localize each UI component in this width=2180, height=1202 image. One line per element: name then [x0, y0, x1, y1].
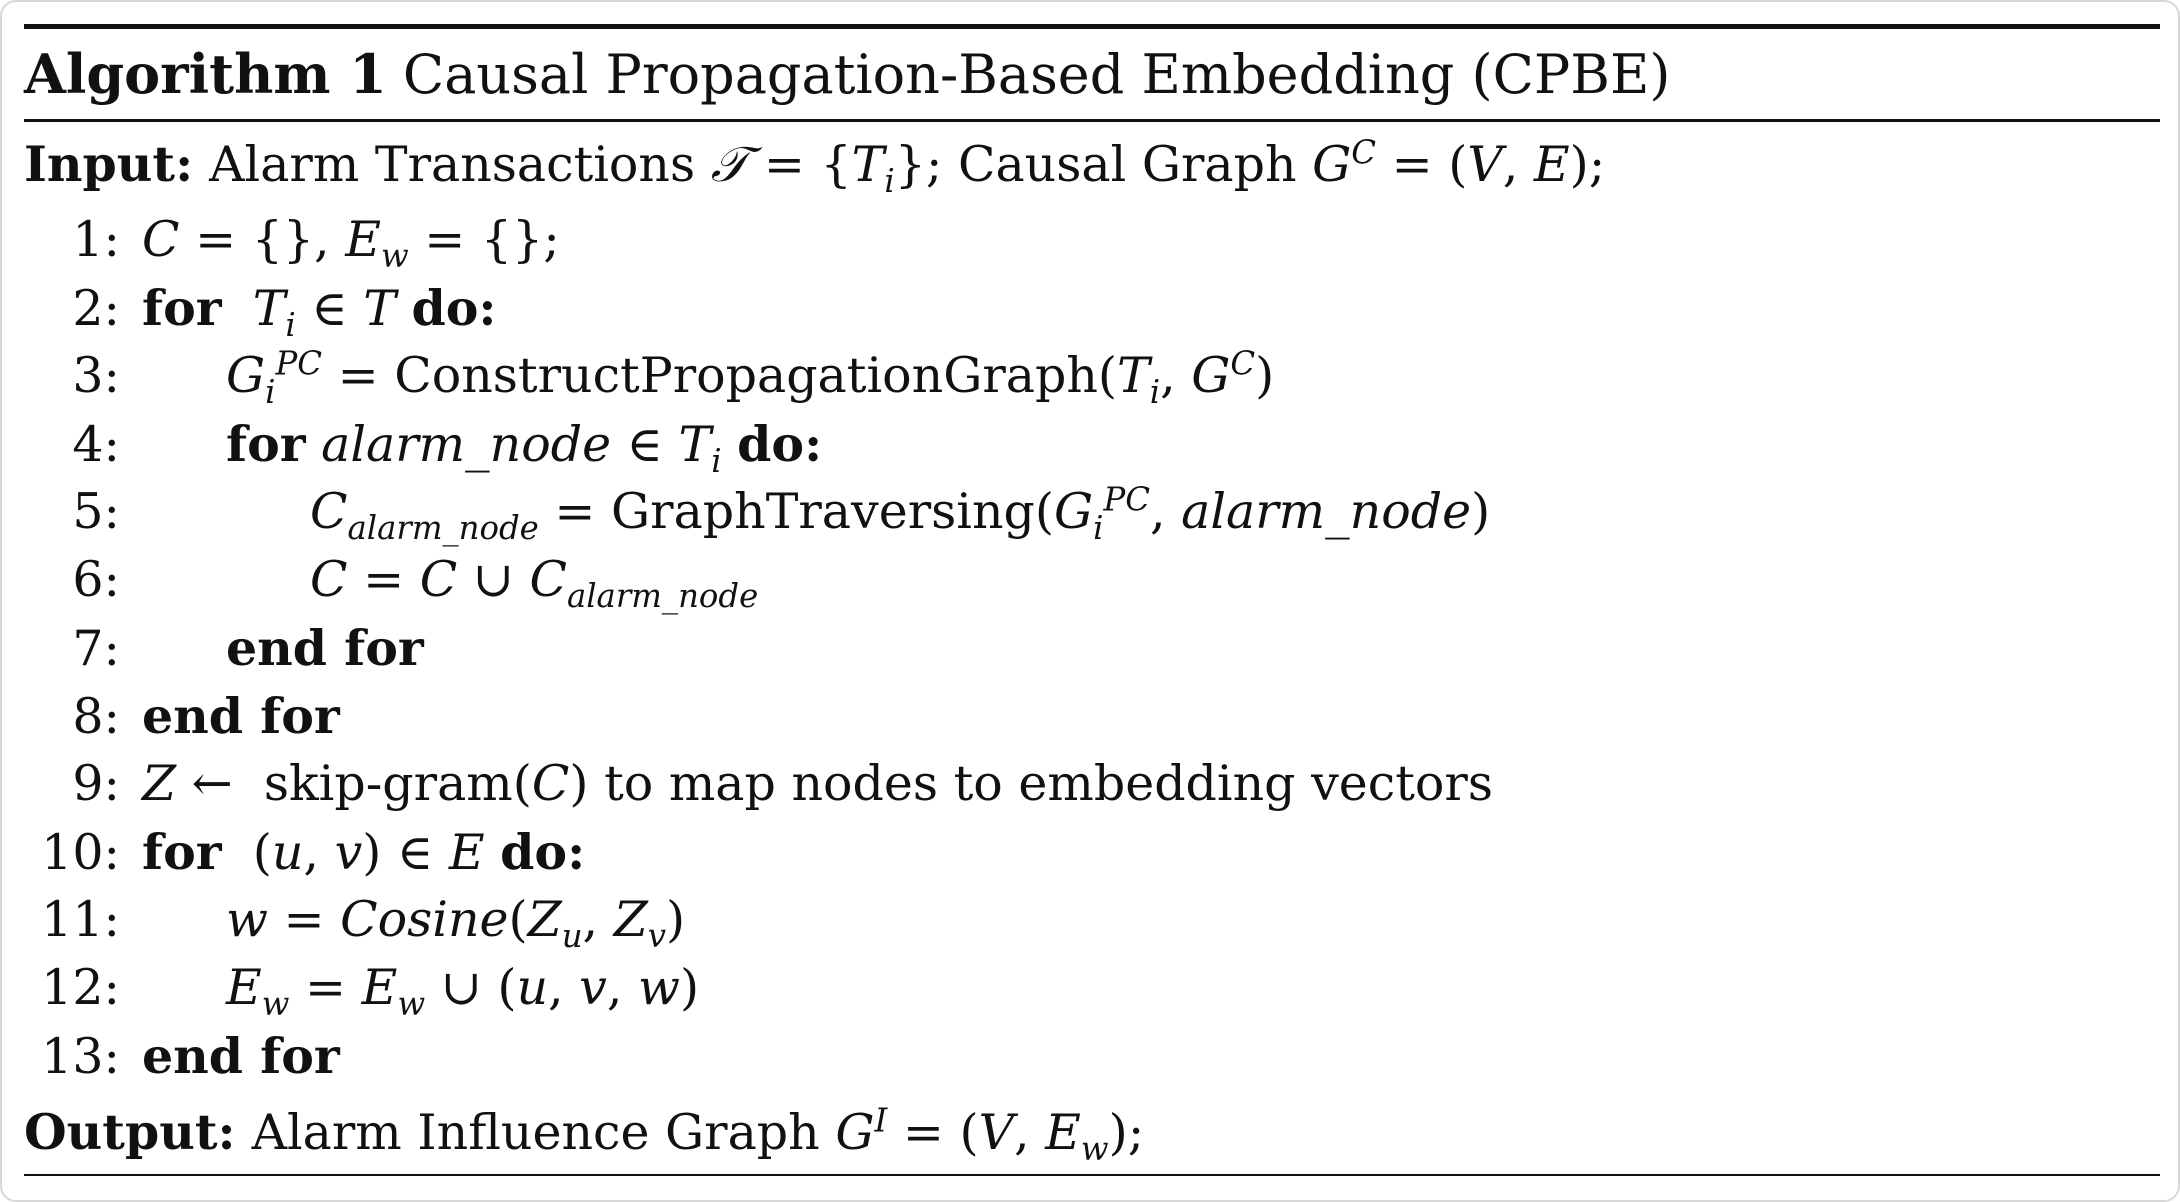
algorithm-line: 12: Ew = Ew ∪ (u, v, w) [24, 954, 2160, 1022]
input-line: Input:Alarm Transactions 𝒯 = {Ti}; Causa… [24, 133, 1606, 200]
line-code: end for [142, 1026, 340, 1085]
line-number: 7: [72, 619, 120, 677]
output-line: Output:Alarm Influence Graph GI = (V, Ew… [24, 1101, 1145, 1168]
line-code: GiPC = ConstructPropagationGraph(Ti, GC) [226, 344, 1275, 411]
line-number: 10: [41, 823, 120, 881]
line-number: 2: [72, 279, 120, 337]
line-number: 1: [72, 210, 120, 268]
algorithm-label: Algorithm 1 [24, 42, 387, 106]
top-rule [24, 24, 2160, 29]
line-code: w = Cosine(Zu, Zv) [226, 890, 686, 955]
algorithm-line: 5: Calarm_node = GraphTraversing(GiPC, al… [24, 478, 2160, 546]
algorithm-line: 2: for Ti ∈ T do: [24, 274, 2160, 342]
line-number: 6: [72, 550, 120, 608]
line-number: 8: [72, 687, 120, 745]
algorithm-line: 8: end for [24, 682, 2160, 750]
line-code: Ew = Ew ∪ (u, v, w) [226, 958, 700, 1023]
line-number: 9: [72, 754, 120, 812]
bottom-rule [24, 1173, 2160, 1176]
algorithm-line: 4: for alarm_node ∈ Ti do: [24, 410, 2160, 478]
algorithm-line: 10: for (u, v) ∈ E do: [24, 818, 2160, 886]
algorithm-title-text: Causal Propagation-Based Embedding (CPBE… [402, 42, 1671, 106]
line-number: 12: [41, 958, 120, 1016]
algorithm-line: 9: Z ← skip-gram(C) to map nodes to embed… [24, 750, 2160, 818]
algorithm-line: 6: C = C ∪ Calarm_node [24, 546, 2160, 614]
output-keyword: Output: [24, 1102, 236, 1161]
line-code: end for [142, 686, 340, 745]
line-code: end for [226, 618, 424, 677]
algorithm-line: 7: end for [24, 614, 2160, 682]
line-code: C = C ∪ Calarm_node [310, 550, 759, 615]
line-number: 5: [72, 482, 120, 540]
line-number: 11: [41, 890, 120, 948]
line-code: C = {}, Ew = {}; [142, 210, 560, 275]
line-number: 4: [72, 415, 120, 473]
line-code: Calarm_node = GraphTraversing(GiPC, alar… [310, 480, 1491, 547]
line-number: 3: [72, 346, 120, 404]
line-code: Z ← skip-gram(C) to map nodes to embeddi… [142, 754, 1493, 812]
algorithm-line: 3: GiPC = ConstructPropagationGraph(Ti, G… [24, 342, 2160, 410]
algorithm-line: 13: end for [24, 1022, 2160, 1090]
line-code: for (u, v) ∈ E do: [142, 822, 586, 881]
algorithm-line: 11: w = Cosine(Zu, Zv) [24, 886, 2160, 954]
line-code: for Ti ∈ T do: [142, 278, 497, 344]
algorithm-body: Input:Alarm Transactions 𝒯 = {Ti}; Causa… [24, 122, 2160, 1174]
algorithm-line: 1: C = {}, Ew = {}; [24, 206, 2160, 274]
title-rule [24, 119, 2160, 122]
line-code: for alarm_node ∈ Ti do: [226, 414, 823, 480]
input-keyword: Input: [24, 134, 194, 193]
line-number: 13: [41, 1027, 120, 1085]
